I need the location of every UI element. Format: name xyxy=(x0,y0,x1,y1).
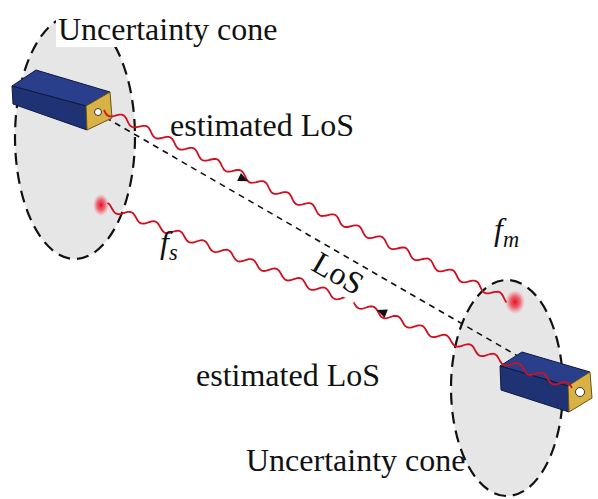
annotation-label: estimated LoS xyxy=(170,108,354,143)
frequency-label: fs xyxy=(160,225,178,265)
annotation-label: Uncertainty cone xyxy=(246,443,465,478)
uncertainty-cone xyxy=(15,15,135,259)
annotation-label: LoS xyxy=(304,244,371,303)
beam-arrowhead xyxy=(237,173,248,181)
annotation-label: estimated LoS xyxy=(196,358,380,393)
los-line xyxy=(96,112,580,392)
terminal xyxy=(12,70,112,130)
beam-arrowhead xyxy=(377,309,388,317)
beam-spot xyxy=(505,290,525,314)
beam-spot xyxy=(93,194,109,216)
annotation-label: Uncertainty cone xyxy=(56,12,279,47)
terminal xyxy=(500,352,592,412)
frequency-label: fm xyxy=(494,212,519,252)
